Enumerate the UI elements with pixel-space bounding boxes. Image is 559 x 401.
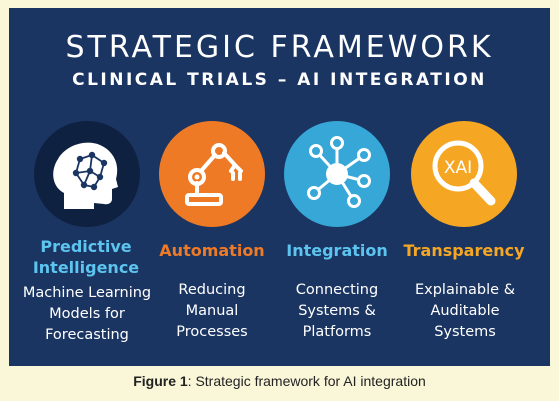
- network-hub-icon: [284, 121, 390, 227]
- caption-text: : Strategic framework for AI integration: [187, 373, 426, 389]
- pillar-desc-line: Auditable: [430, 303, 500, 319]
- pillar-desc-integration: Connecting Systems & Platforms: [263, 280, 411, 343]
- magnifier-icon: XAI: [411, 121, 517, 227]
- pillar-desc-line: Processes: [176, 324, 248, 340]
- pillar-desc-line: Systems &: [298, 303, 376, 319]
- pillar-desc-line: Platforms: [302, 324, 372, 340]
- pillar-desc-line: Systems: [434, 324, 496, 340]
- pillar-desc-line: Forecasting: [45, 327, 129, 343]
- robotic-arm-icon: [159, 121, 265, 227]
- figure-caption: Figure 1: Strategic framework for AI int…: [0, 373, 559, 389]
- pillar-title-line: Intelligence: [32, 258, 140, 277]
- pillar-desc-line: Manual: [185, 303, 239, 319]
- pillar-title-integration: Integration: [273, 240, 401, 261]
- caption-label: Figure 1: [133, 373, 188, 389]
- pillar-title-line: Integration: [286, 241, 388, 260]
- pillar-title-line: Automation: [159, 241, 265, 260]
- pillar-desc-predictive: Machine Learning Models for Forecasting: [12, 283, 162, 346]
- pillar-desc-line: Models for: [49, 306, 125, 322]
- pillar-title-line: Transparency: [403, 241, 525, 260]
- pillar-title-predictive: Predictive Intelligence: [22, 236, 150, 278]
- pillar-desc-transparency: Explainable & Auditable Systems: [390, 280, 540, 343]
- pillar-title-line: Predictive: [40, 237, 132, 256]
- pillar-desc-line: Machine Learning: [22, 285, 152, 301]
- pillar-desc-line: Reducing: [178, 282, 246, 298]
- magnifier-label: XAI: [444, 158, 472, 178]
- pillar-title-transparency: Transparency: [398, 240, 530, 261]
- main-title: STRATEGIC FRAMEWORK: [65, 30, 494, 65]
- brain-network-icon: [34, 121, 140, 227]
- subtitle: CLINICAL TRIALS – AI INTEGRATION: [72, 70, 487, 90]
- pillar-desc-line: Explainable &: [414, 282, 516, 298]
- pillar-desc-automation: Reducing Manual Processes: [138, 280, 286, 343]
- pillar-title-automation: Automation: [148, 240, 276, 261]
- pillar-desc-line: Connecting: [295, 282, 379, 298]
